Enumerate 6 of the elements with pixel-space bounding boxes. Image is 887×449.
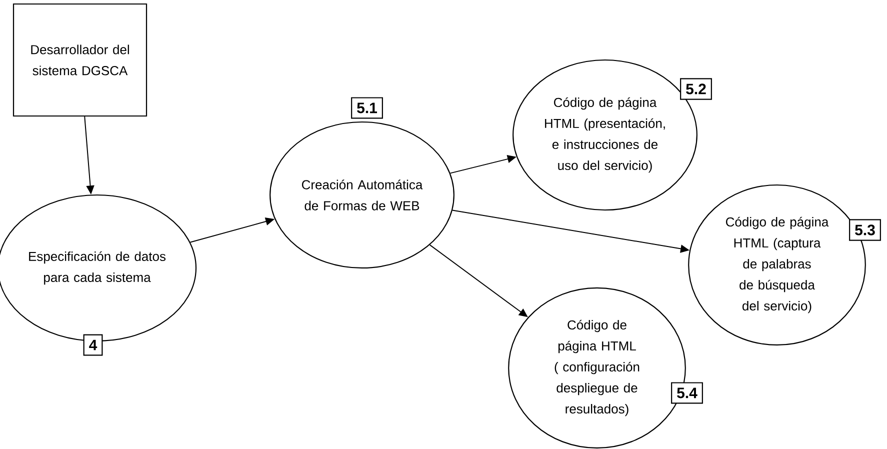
number-tag: 5.3 [849,219,881,241]
number-tag: 5.1 [351,97,383,119]
process-box: Desarrollador del sistema DGSCA [12,3,148,117]
number-tag: 5.4 [671,382,703,404]
number-tag: 4 [83,334,103,356]
number-tag: 5.2 [680,78,712,100]
